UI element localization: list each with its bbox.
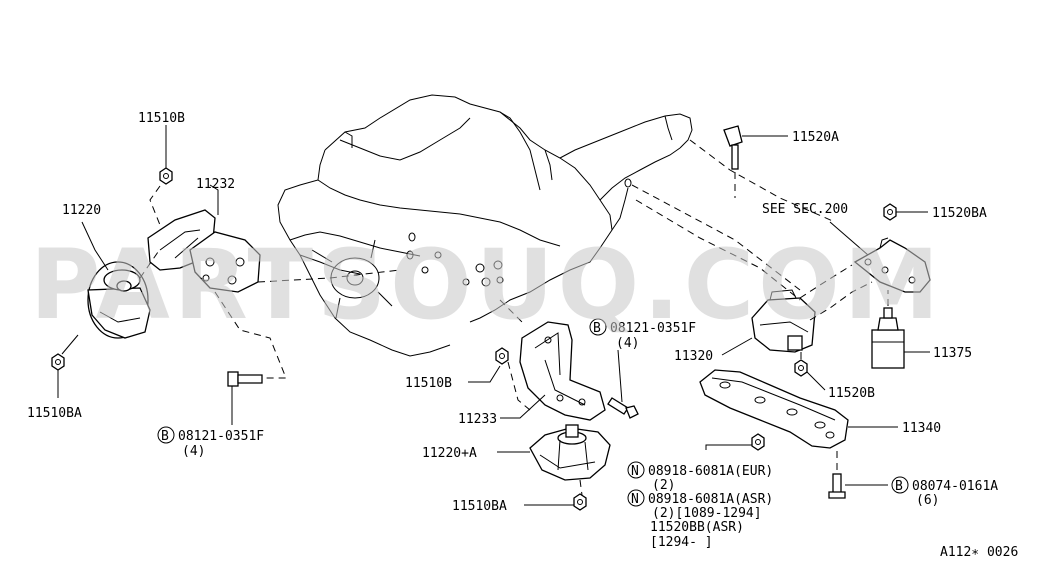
label-11520bb-range: [1294- ] xyxy=(650,535,713,550)
bolt-11520a xyxy=(723,125,743,170)
diagram-code: A112∗ 0026 xyxy=(940,545,1018,560)
bolt-left xyxy=(227,371,263,387)
label-nut-asr-code: 08918-6081A(ASR) xyxy=(648,492,773,507)
label-nut-asr-qty: (2)[1089-1294] xyxy=(652,506,762,521)
bolt-prefix-right: B xyxy=(895,479,903,494)
label-11220: 11220 xyxy=(62,203,101,218)
label-11520bb: 11520BB(ASR) xyxy=(650,520,744,535)
nut-11510b-top xyxy=(159,167,173,185)
nut-11510ba-left xyxy=(51,353,65,371)
label-11233: 11233 xyxy=(458,412,497,427)
bolt-prefix-mid: B xyxy=(593,321,601,336)
bracket-see-sec-200 xyxy=(853,237,931,293)
bolt-symbol-mid: B xyxy=(589,318,607,336)
nut-11510ba-bottom xyxy=(573,493,587,511)
nut-11520b xyxy=(794,359,808,377)
label-bolt-mid-qty: (4) xyxy=(616,336,639,351)
label-bolt-mid-code: 08121-0351F xyxy=(610,321,696,336)
bolt-symbol-right: B xyxy=(891,476,909,494)
bolt-right xyxy=(828,473,846,499)
bracket-11233 xyxy=(519,321,606,421)
label-bolt-right-code: 08074-0161A xyxy=(912,479,998,494)
label-11510ba-left: 11510BA xyxy=(27,406,82,421)
nut-symbol-eur: N xyxy=(627,461,645,479)
label-11510ba-bottom: 11510BA xyxy=(452,499,507,514)
nut-symbol-asr: N xyxy=(627,489,645,507)
crossmember-11340 xyxy=(699,369,849,449)
stopper-11375 xyxy=(871,307,905,369)
label-11232: 11232 xyxy=(196,177,235,192)
label-11375: 11375 xyxy=(933,346,972,361)
watermark: PARTSOUQ.COM xyxy=(30,229,943,341)
nut-crossmember xyxy=(751,433,765,451)
label-11220a: 11220+A xyxy=(422,446,477,461)
bolt-prefix-left: B xyxy=(161,429,169,444)
label-see-sec-200: SEE SEC.200 xyxy=(762,202,848,217)
label-bolt-left-code: 08121-0351F xyxy=(178,429,264,444)
nut-11510b-mid xyxy=(495,347,509,365)
label-11320: 11320 xyxy=(674,349,713,364)
label-nut-eur-code: 08918-6081A(EUR) xyxy=(648,464,773,479)
engine-outline xyxy=(277,94,693,357)
nut-prefix-eur: N xyxy=(631,464,639,479)
bracket-11232 xyxy=(147,209,261,293)
bolt-symbol-left: B xyxy=(157,426,175,444)
label-11510b-top: 11510B xyxy=(138,111,185,126)
mount-11220 xyxy=(87,261,151,339)
label-11340: 11340 xyxy=(902,421,941,436)
nut-11520ba xyxy=(883,203,897,221)
label-nut-eur-qty: (2) xyxy=(652,478,675,493)
label-bolt-right-qty: (6) xyxy=(916,493,939,508)
nut-prefix-asr: N xyxy=(631,492,639,507)
label-11520a: 11520A xyxy=(792,130,839,145)
label-11520ba: 11520BA xyxy=(932,206,987,221)
mount-11320 xyxy=(751,289,816,353)
label-bolt-left-qty: (4) xyxy=(182,444,205,459)
bolt-center xyxy=(607,397,639,419)
mount-11220a xyxy=(529,424,611,481)
label-11510b-mid: 11510B xyxy=(405,376,452,391)
label-11520b: 11520B xyxy=(828,386,875,401)
